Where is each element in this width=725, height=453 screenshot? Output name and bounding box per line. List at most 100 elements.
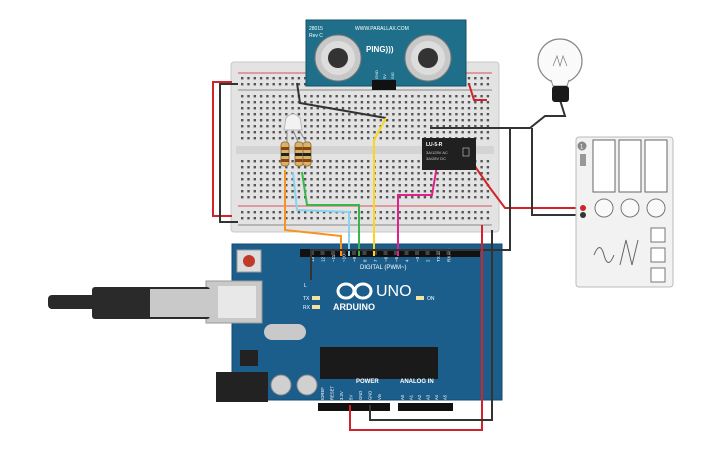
- breadboard-hole[interactable]: [316, 107, 319, 110]
- breadboard-hole[interactable]: [367, 211, 370, 214]
- breadboard-hole[interactable]: [486, 137, 490, 140]
- breadboard-hole[interactable]: [448, 107, 452, 110]
- fg-switch[interactable]: [580, 154, 586, 166]
- breadboard-hole[interactable]: [241, 211, 244, 214]
- breadboard-hole[interactable]: [329, 125, 332, 128]
- breadboard-hole[interactable]: [442, 95, 445, 98]
- breadboard-hole[interactable]: [329, 184, 332, 187]
- breadboard-hole[interactable]: [266, 95, 269, 98]
- breadboard-hole[interactable]: [467, 77, 471, 80]
- fg-knob-3[interactable]: [646, 198, 666, 218]
- breadboard-hole[interactable]: [455, 172, 458, 175]
- breadboard-hole[interactable]: [241, 119, 244, 122]
- breadboard-hole[interactable]: [278, 178, 282, 181]
- breadboard-hole[interactable]: [278, 196, 282, 199]
- breadboard-hole[interactable]: [304, 119, 307, 122]
- breadboard-hole[interactable]: [379, 107, 382, 110]
- breadboard-hole[interactable]: [467, 217, 471, 220]
- breadboard-hole[interactable]: [480, 184, 483, 187]
- breadboard-hole[interactable]: [411, 107, 414, 110]
- breadboard-hole[interactable]: [354, 131, 357, 134]
- breadboard-hole[interactable]: [373, 113, 376, 116]
- breadboard-hole[interactable]: [253, 137, 256, 140]
- breadboard-hole[interactable]: [474, 83, 477, 86]
- breadboard-hole[interactable]: [398, 113, 401, 116]
- breadboard-hole[interactable]: [385, 178, 389, 181]
- breadboard-hole[interactable]: [297, 211, 301, 214]
- breadboard-hole[interactable]: [360, 119, 364, 122]
- breadboard-hole[interactable]: [436, 113, 439, 116]
- breadboard-hole[interactable]: [341, 131, 345, 134]
- breadboard-hole[interactable]: [335, 137, 338, 140]
- breadboard-hole[interactable]: [430, 113, 433, 116]
- breadboard-hole[interactable]: [322, 196, 326, 199]
- breadboard-hole[interactable]: [404, 125, 408, 128]
- breadboard-hole[interactable]: [310, 166, 313, 169]
- breadboard-hole[interactable]: [404, 166, 408, 169]
- breadboard-hole[interactable]: [253, 131, 256, 134]
- breadboard-hole[interactable]: [259, 166, 263, 169]
- breadboard-hole[interactable]: [316, 101, 319, 104]
- breadboard-hole[interactable]: [247, 137, 250, 140]
- breadboard-hole[interactable]: [480, 196, 483, 199]
- breadboard-hole[interactable]: [329, 196, 332, 199]
- breadboard-hole[interactable]: [285, 178, 288, 181]
- breadboard-hole[interactable]: [329, 160, 332, 163]
- breadboard-hole[interactable]: [480, 137, 483, 140]
- breadboard-hole[interactable]: [253, 101, 256, 104]
- breadboard-hole[interactable]: [291, 77, 294, 80]
- breadboard-hole[interactable]: [291, 137, 294, 140]
- breadboard-hole[interactable]: [335, 160, 338, 163]
- breadboard-hole[interactable]: [417, 119, 420, 122]
- breadboard-hole[interactable]: [474, 178, 477, 181]
- breadboard-hole[interactable]: [266, 196, 269, 199]
- digital-pin[interactable]: [341, 251, 346, 255]
- breadboard-hole[interactable]: [442, 190, 445, 193]
- breadboard-hole[interactable]: [297, 83, 301, 86]
- breadboard-hole[interactable]: [480, 119, 483, 122]
- breadboard-hole[interactable]: [341, 95, 345, 98]
- breadboard-hole[interactable]: [392, 137, 395, 140]
- breadboard-hole[interactable]: [486, 172, 490, 175]
- digital-pin[interactable]: [362, 251, 367, 255]
- digital-pin[interactable]: [394, 251, 398, 255]
- breadboard-hole[interactable]: [285, 184, 288, 187]
- breadboard-hole[interactable]: [455, 178, 458, 181]
- breadboard-hole[interactable]: [436, 119, 439, 122]
- breadboard-hole[interactable]: [436, 95, 439, 98]
- breadboard-hole[interactable]: [354, 101, 357, 104]
- breadboard-hole[interactable]: [247, 83, 250, 86]
- breadboard-hole[interactable]: [423, 131, 427, 134]
- breadboard-hole[interactable]: [354, 107, 357, 110]
- breadboard-hole[interactable]: [341, 190, 345, 193]
- breadboard-hole[interactable]: [385, 172, 389, 175]
- breadboard-hole[interactable]: [253, 160, 256, 163]
- breadboard-hole[interactable]: [486, 125, 490, 128]
- breadboard-hole[interactable]: [247, 77, 250, 80]
- breadboard-hole[interactable]: [411, 137, 414, 140]
- breadboard-hole[interactable]: [285, 113, 288, 116]
- breadboard-hole[interactable]: [322, 211, 326, 214]
- breadboard-hole[interactable]: [392, 196, 395, 199]
- digital-pin[interactable]: [320, 251, 325, 255]
- breadboard-hole[interactable]: [411, 125, 414, 128]
- breadboard-hole[interactable]: [247, 217, 250, 220]
- breadboard-hole[interactable]: [278, 83, 282, 86]
- breadboard-hole[interactable]: [266, 178, 269, 181]
- breadboard-hole[interactable]: [278, 77, 282, 80]
- breadboard-hole[interactable]: [404, 178, 408, 181]
- breadboard-hole[interactable]: [291, 107, 294, 110]
- breadboard-hole[interactable]: [354, 211, 357, 214]
- breadboard-hole[interactable]: [392, 217, 395, 220]
- breadboard-hole[interactable]: [404, 95, 408, 98]
- breadboard-hole[interactable]: [253, 184, 256, 187]
- breadboard-hole[interactable]: [322, 160, 326, 163]
- breadboard-hole[interactable]: [322, 172, 326, 175]
- breadboard-hole[interactable]: [480, 131, 483, 134]
- breadboard-hole[interactable]: [430, 172, 433, 175]
- breadboard-hole[interactable]: [335, 166, 338, 169]
- breadboard-hole[interactable]: [297, 178, 301, 181]
- breadboard-hole[interactable]: [341, 101, 345, 104]
- breadboard-hole[interactable]: [348, 172, 351, 175]
- breadboard-hole[interactable]: [348, 113, 351, 116]
